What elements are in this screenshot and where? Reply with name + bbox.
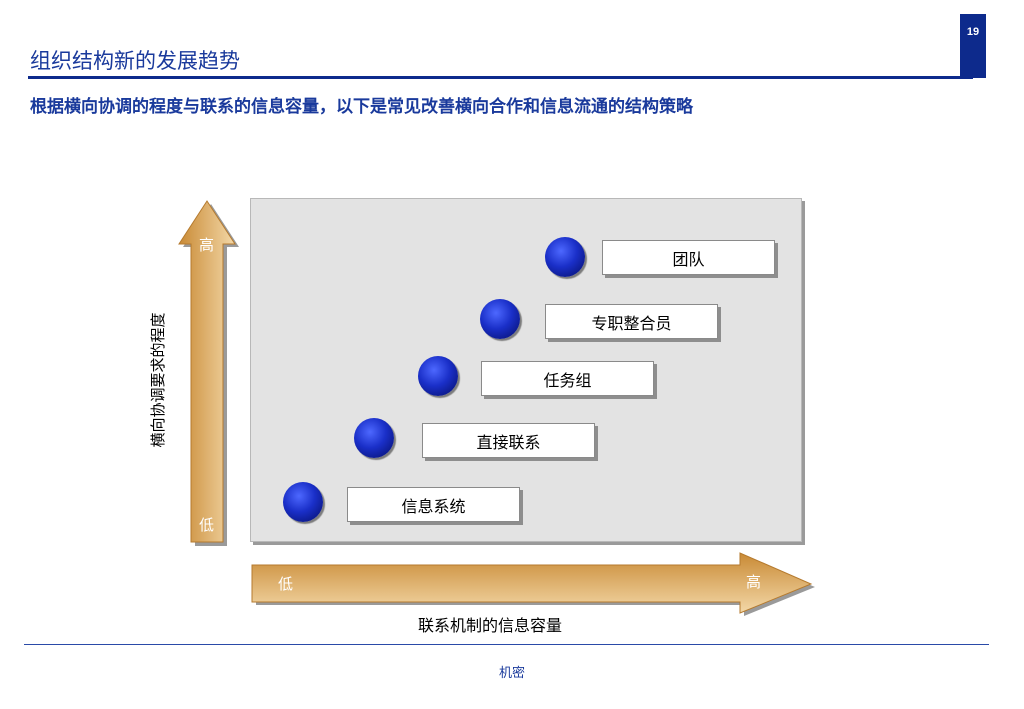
footer-divider [24,644,989,645]
step-box-task-force: 任务组 [481,361,654,396]
step-box-information-system: 信息系统 [347,487,520,522]
step-bullet-icon [545,237,585,277]
step-box-full-time-integrator: 专职整合员 [545,304,718,339]
step-label: 直接联系 [476,432,541,452]
page-subtitle: 根据横向协调的程度与联系的信息容量，以下是常见改善横向合作和信息流通的结构策略 [30,97,693,117]
step-bullet-icon [283,482,323,522]
y-axis-low-label: 低 [199,516,215,534]
y-axis-high-label: 高 [199,236,215,254]
step-label: 信息系统 [401,496,466,516]
x-axis-high-label: 高 [746,573,762,591]
x-axis-low-label: 低 [278,575,294,593]
x-axis-title: 联系机制的信息容量 [417,616,562,635]
y-axis-arrow-icon [178,200,236,543]
step-label: 团队 [672,249,705,269]
step-box-team: 团队 [602,240,775,275]
x-axis-arrow-icon [251,552,813,614]
step-bullet-icon [480,299,520,339]
step-box-direct-contact: 直接联系 [422,423,595,458]
page-number-badge: 19 [960,14,986,78]
step-bullet-icon [354,418,394,458]
step-label: 任务组 [543,370,592,390]
title-divider [28,76,973,79]
step-bullet-icon [418,356,458,396]
step-label: 专职整合员 [591,313,672,333]
y-axis-title: 横向协调要求的程度 [148,312,167,448]
page-title: 组织结构新的发展趋势 [30,49,240,73]
footer-confidential: 机密 [498,666,525,681]
